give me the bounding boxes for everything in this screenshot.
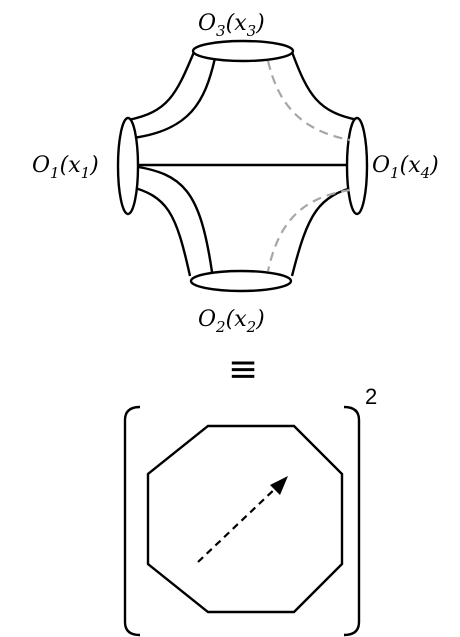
outer-arc-bottom-right: [290, 184, 359, 277]
hidden-arc-top-right: [266, 60, 351, 142]
label-left: O1(x1): [32, 153, 99, 182]
dashed-arrow: [197, 476, 288, 563]
inner-arc-top-left: [132, 57, 217, 140]
outer-arc-top-right: [290, 51, 359, 122]
right-bracket: [343, 405, 361, 637]
hidden-arc-bottom-right: [266, 188, 351, 272]
equivalence-symbol: ≡: [228, 349, 258, 390]
label-right: O1(x4): [372, 153, 439, 182]
hidden-arcs: [266, 60, 351, 272]
label-bottom: O2(x2): [198, 307, 265, 336]
inner-arc-bottom-left: [132, 164, 214, 273]
outer-arc-bottom-left: [127, 184, 192, 277]
left-bracket: [123, 405, 141, 637]
outer-arc-top-left: [127, 51, 196, 122]
arrow-shaft: [197, 484, 280, 563]
exponent: 2: [365, 384, 377, 409]
boundary-circle-top: [191, 39, 295, 63]
boundary-circle-left: [116, 116, 140, 216]
octagon: [146, 424, 344, 614]
worldsheet-surface: [116, 39, 369, 293]
arrow-head-icon: [270, 476, 288, 495]
boundary-circle-bottom: [189, 269, 293, 293]
boundary-circle-right: [345, 116, 369, 216]
bracket-group: [123, 405, 361, 637]
label-top: O3(x3): [198, 11, 265, 40]
